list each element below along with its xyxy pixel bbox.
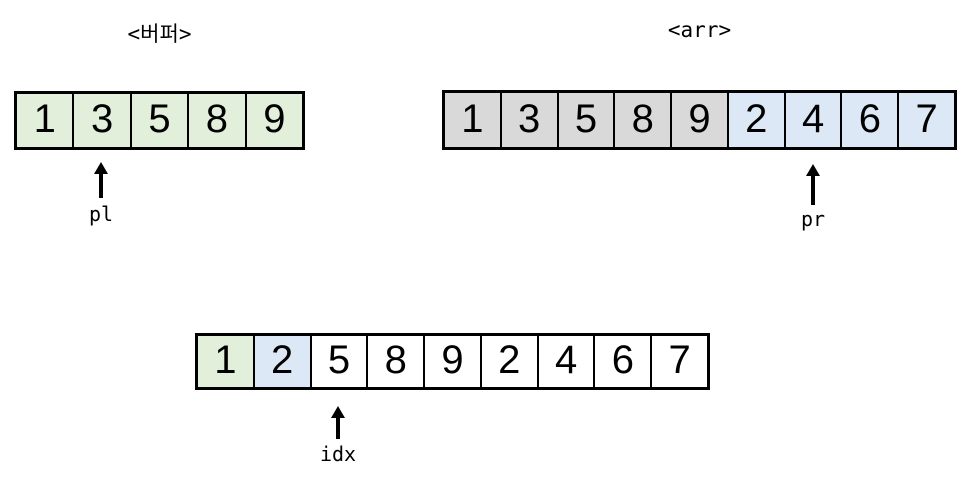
- pr-pointer-arrow: [805, 164, 821, 205]
- array-cell: 3: [72, 94, 130, 147]
- array-cell: 5: [129, 94, 188, 147]
- up-arrow-icon: [806, 164, 820, 176]
- merged-array: 1 2 5 8 9 2 4 6 7: [195, 333, 710, 390]
- array-cell: 4: [536, 336, 594, 387]
- array-cell: 2: [479, 336, 537, 387]
- array-cell: 8: [187, 94, 245, 147]
- array-cell: 2: [726, 93, 784, 147]
- up-arrow-icon: [94, 162, 108, 174]
- pl-label: pl: [88, 202, 114, 226]
- array-cell: 4: [783, 93, 841, 147]
- arr-array: 1 3 5 8 9 2 4 6 7: [442, 90, 957, 150]
- pr-label: pr: [800, 207, 826, 231]
- array-cell: 5: [309, 336, 367, 387]
- array-cell: 9: [423, 336, 480, 387]
- array-cell: 8: [613, 93, 671, 147]
- array-cell: 6: [840, 93, 898, 147]
- array-cell: 2: [252, 336, 310, 387]
- pl-pointer-arrow: [93, 162, 109, 198]
- idx-pointer-arrow: [330, 406, 346, 439]
- arr-title: <arr>: [667, 18, 732, 42]
- array-cell: 8: [366, 336, 424, 387]
- buffer-array: 1 3 5 8 9: [14, 91, 305, 150]
- buffer-title: <버퍼>: [127, 22, 192, 46]
- array-cell: 3: [499, 93, 557, 147]
- array-cell: 6: [593, 336, 651, 387]
- up-arrow-icon: [331, 406, 345, 418]
- array-cell: 9: [244, 94, 303, 147]
- array-cell: 1: [17, 94, 73, 147]
- array-cell: 5: [556, 93, 614, 147]
- array-cell: 1: [445, 93, 500, 147]
- idx-label: idx: [319, 442, 357, 466]
- array-cell: 9: [670, 93, 727, 147]
- array-cell: 7: [650, 336, 708, 387]
- array-cell: 7: [897, 93, 955, 147]
- array-cell: 1: [198, 336, 253, 387]
